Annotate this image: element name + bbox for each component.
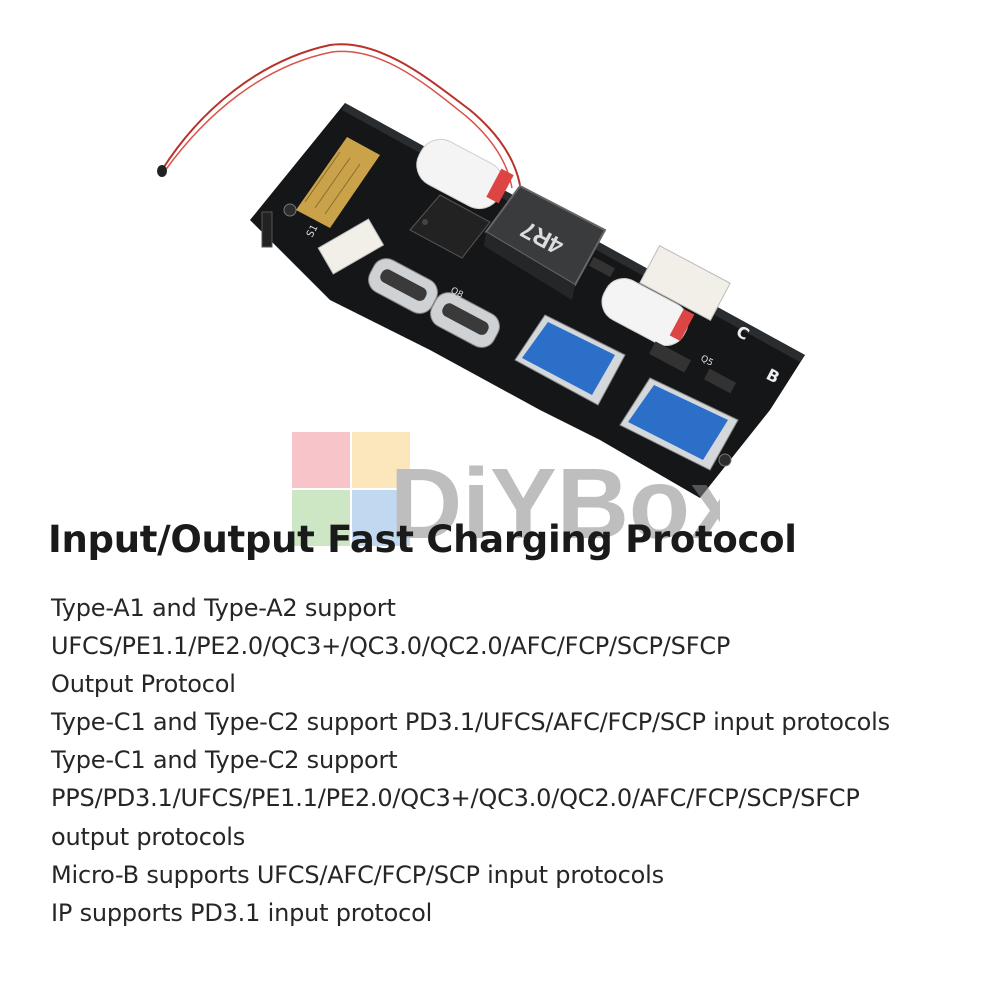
pcb-board: 4R7 S1 Q8 Q5 C B: [250, 103, 805, 498]
type-c-port-1: [368, 258, 438, 314]
label-s1: S1: [305, 223, 321, 239]
spec-line: IP supports PD3.1 input protocol: [51, 898, 433, 927]
watermark-tile-yellow: [352, 432, 410, 488]
diybox-watermark: DiYBox: [292, 432, 720, 560]
product-photo: 4R7 S1 Q8 Q5 C B: [157, 43, 805, 498]
spec-line: output protocols: [51, 822, 245, 851]
watermark-tile-blue: [352, 490, 410, 546]
spec-line: Type-A1 and Type-A2 support: [51, 594, 396, 622]
dip-switch: [296, 137, 380, 228]
spec-line: Output Protocol: [51, 670, 236, 699]
spec-line: Type-C1 and Type-C2 support: [51, 746, 398, 775]
usb-a-port-1: [514, 314, 626, 406]
main-chip: [409, 194, 491, 259]
watermark-tile-green: [292, 490, 350, 546]
inductor: 4R7: [484, 184, 607, 300]
capacitor-bottom: [601, 277, 695, 347]
headline: Input/Output Fast Charging Protocol: [48, 518, 797, 561]
thermistor-wire: [157, 43, 521, 189]
type-c-port-2: [430, 292, 500, 348]
spec-line: Type-C1 and Type-C2 support PD3.1/UFCS/A…: [51, 708, 890, 737]
spec-line: Micro-B supports UFCS/AFC/FCP/SCP input …: [51, 860, 664, 889]
watermark-tile-red: [292, 432, 350, 488]
capacitor-top: [416, 138, 514, 210]
usb-a-port-2: [619, 377, 739, 471]
watermark-text: DiYBox: [390, 448, 720, 560]
spec-line: PPS/PD3.1/UFCS/PE1.1/PE2.0/QC3+/QC3.0/QC…: [51, 784, 860, 813]
spec-list: Type-A1 and Type-A2 support UFCS/PE1.1/P…: [51, 589, 890, 932]
spec-line: UFCS/PE1.1/PE2.0/QC3+/QC3.0/QC2.0/AFC/FC…: [51, 632, 731, 661]
